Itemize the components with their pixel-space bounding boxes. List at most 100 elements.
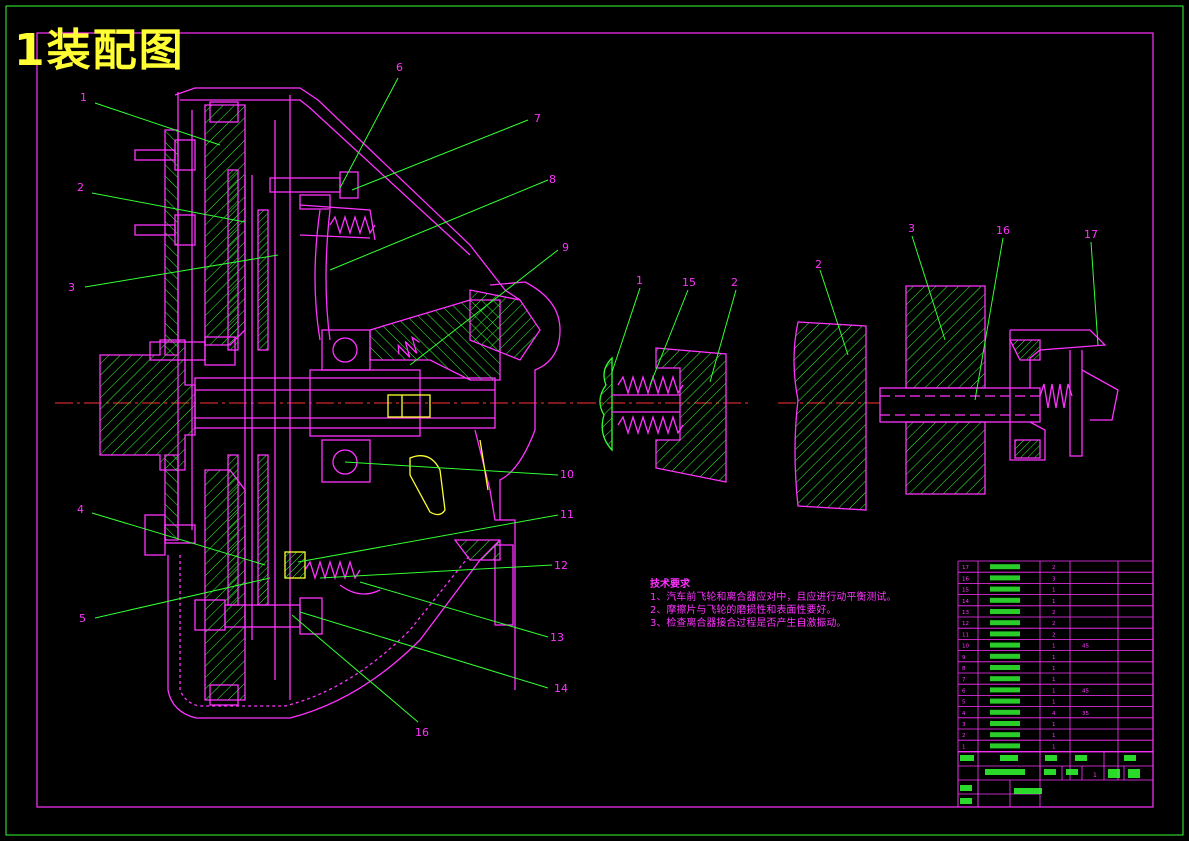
part-label-6: 6 [396,61,403,74]
detail-a-leaders [611,287,737,386]
bom-row-name-glyph [990,665,1020,670]
flywheel-rim-upper [164,129,179,356]
bom-row-qty: 1 [1052,688,1056,694]
detail-a-flywheel [599,356,613,452]
bom-row-qty: 2 [1052,621,1056,627]
bom-row-number: 16 [962,576,969,582]
detail-c-label-16: 16 [996,224,1010,237]
part-label-4: 4 [77,503,84,516]
technical-notes: 技术要求 1、汽车前飞轮和离合器应对中，且应进行动平衡测试。 2、摩擦片与飞轮的… [650,578,896,630]
title-block-scale: 1 [1093,772,1097,779]
bom-row-name-glyph [990,642,1020,648]
bom-row-name-glyph [990,620,1020,626]
bom-row-number: 2 [962,733,966,739]
pressure-spring-lower [304,559,361,581]
bom-row-name-glyph [990,709,1020,715]
bom-row-name-glyph [990,676,1020,682]
bolt-bottom [194,597,323,635]
friction-disc-lower-a [227,454,239,606]
bom-row-number: 15 [962,588,969,594]
detail-a-spring [617,374,684,436]
technical-note-item: 1、汽车前飞轮和离合器应对中，且应进行动平衡测试。 [650,592,897,603]
part-label-8: 8 [549,173,556,186]
bom-row-number: 13 [962,610,969,616]
release-lever [314,209,331,341]
part-label-16-main: 16 [415,726,429,739]
bom-row-name-glyph [990,653,1020,659]
bom-row-qty: 2 [1052,610,1056,616]
bom-row-number: 8 [962,666,966,672]
detail-b-label-2: 2 [815,258,822,271]
bom-row-qty: 1 [1052,700,1056,706]
main-section-view [55,87,595,719]
part-label-3: 3 [68,281,75,294]
bom-row-name-glyph [990,687,1020,693]
bom-row-qty: 1 [1052,744,1056,750]
detail-c-leaders [911,235,1099,401]
bom-row-number: 7 [962,677,966,683]
flywheel-rim-lower [164,454,179,541]
bom-row-qty: 1 [1052,722,1056,728]
part-label-7: 7 [534,112,541,125]
part-label-14: 14 [554,682,568,695]
bom-row-number: 11 [962,632,969,638]
detail-a-label-15: 15 [682,276,696,289]
bom-row-name-glyph [990,597,1020,603]
bom-row-number: 9 [962,655,966,661]
bom-row-material: 35 [1082,711,1089,717]
pressure-spring-mid [397,335,420,358]
detail-c-upper-block [905,285,986,389]
friction-disc-upper-b [257,209,269,351]
detail-c-housing [1009,329,1119,461]
bom-row-name-glyph [990,721,1020,726]
part-label-2: 2 [77,181,84,194]
main-labels: 1 2 3 4 5 6 7 8 9 10 11 12 13 14 16 [68,61,574,739]
inner-frame [36,32,1154,808]
flywheel-section [99,339,196,471]
detail-c-lower-block [905,421,986,495]
release-bearing-lower [332,449,358,475]
bom-row-number: 12 [962,621,969,627]
bom-row-number: 17 [962,565,969,571]
pressure-plate-upper [204,104,246,346]
part-label-11: 11 [560,508,574,521]
outer-frame [5,5,1184,836]
hub-key [387,394,431,418]
bom-row-number: 5 [962,700,966,706]
bom-row-qty: 1 [1052,588,1056,594]
bom-row-qty: 1 [1052,644,1056,650]
bolt-top-right [269,171,359,210]
detail-view-c [879,285,1119,495]
main-leaders [84,77,559,723]
detail-a-label-2: 2 [731,276,738,289]
bom-row-number: 6 [962,688,966,694]
detail-view-b [778,321,880,511]
release-fork [409,455,446,516]
bom-row-number: 1 [962,744,966,750]
part-label-13: 13 [550,631,564,644]
technical-notes-heading: 技术要求 [650,579,690,590]
bom-row-name-glyph [990,698,1020,704]
pressure-spring-upper [329,214,376,236]
bom-row-qty: 1 [1052,677,1056,683]
detail-b-block [793,321,867,511]
detail-a-plate [655,347,727,483]
bom-row-name-glyph [990,609,1020,614]
bolt-upper-left [134,139,196,171]
bom-row-number: 3 [962,722,966,728]
bom-row-qty: 3 [1052,576,1056,582]
part-label-9: 9 [562,241,569,254]
detail-b-leader [819,269,849,356]
bom-row-qty: 1 [1052,666,1056,672]
bom-row-qty: 2 [1052,632,1056,638]
technical-note-item: 2、摩擦片与飞轮的磨损性和表面性要好。 [650,605,837,616]
bom-row-qty: 1 [1052,655,1056,661]
bom-row-number: 14 [962,599,969,605]
bom-row-material: 45 [1082,688,1089,694]
technical-note-item: 3、检查离合器接合过程是否产生自激振动。 [650,618,847,629]
bolt-mid-left [134,214,196,246]
part-label-5: 5 [79,612,86,625]
detail-c-label-17: 17 [1084,228,1098,241]
